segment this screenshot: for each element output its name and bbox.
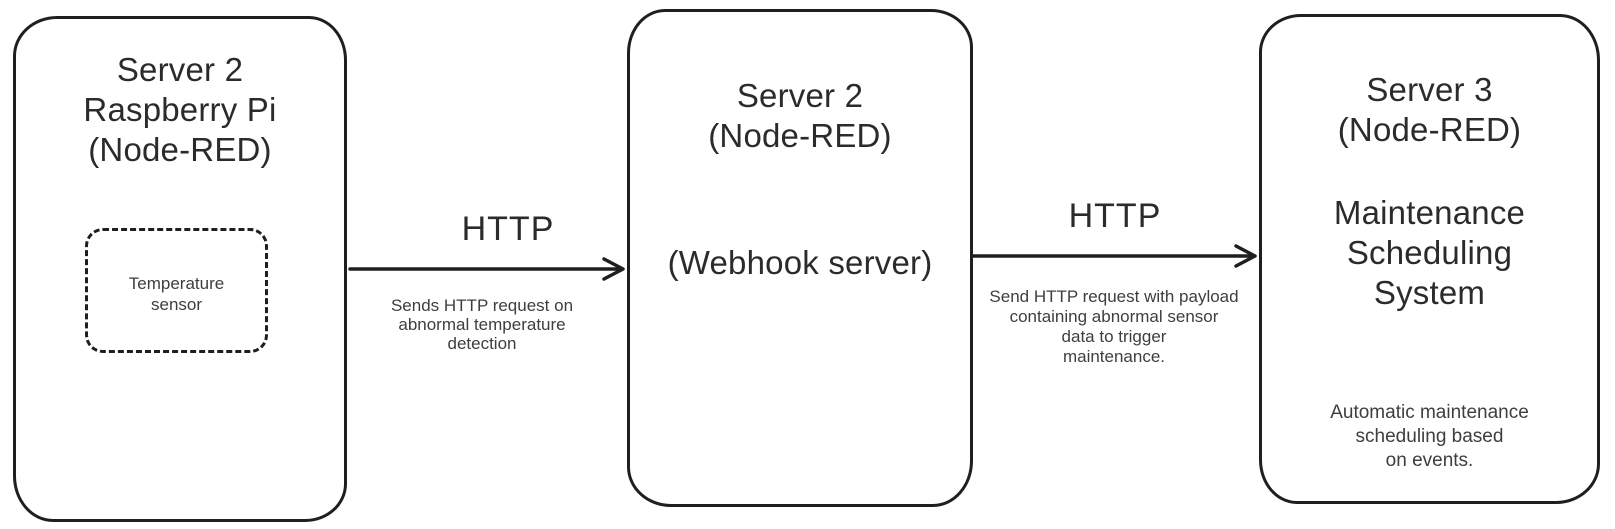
description-line: data to trigger bbox=[1061, 327, 1167, 346]
title-line: Raspberry Pi bbox=[83, 91, 277, 128]
node-title: Server 3 (Node-RED) bbox=[1262, 70, 1597, 150]
note-line: on events. bbox=[1385, 450, 1474, 471]
http-arrow-2[interactable] bbox=[971, 244, 1257, 268]
node-title: Server 2 Raspberry Pi (Node-RED) bbox=[16, 50, 344, 170]
subtitle-line: Maintenance bbox=[1333, 194, 1526, 231]
title-line: (Node-RED) bbox=[88, 131, 272, 168]
node-server2-raspberry-pi[interactable]: Server 2 Raspberry Pi (Node-RED) Tempera… bbox=[13, 16, 347, 522]
arrow2-description: Send HTTP request with payload containin… bbox=[964, 287, 1264, 367]
arrow1-protocol-label: HTTP bbox=[461, 210, 555, 248]
title-line: (Node-RED) bbox=[708, 117, 892, 154]
description-line: maintenance. bbox=[1062, 347, 1166, 366]
title-line: Server 2 bbox=[116, 51, 244, 88]
maintenance-note: Automatic maintenance scheduling based o… bbox=[1262, 401, 1597, 473]
description-line: Sends HTTP request on bbox=[390, 296, 574, 315]
maintenance-system-label: Maintenance Scheduling System bbox=[1262, 193, 1597, 313]
description-line: abnormal temperature bbox=[398, 315, 566, 334]
title-line: Server 2 bbox=[736, 77, 864, 114]
description-line: Send HTTP request with payload bbox=[989, 287, 1239, 306]
sensor-label-line: sensor bbox=[150, 294, 203, 314]
subtitle-line: Scheduling bbox=[1346, 234, 1513, 271]
title-line: Server 3 bbox=[1366, 71, 1493, 108]
node-server3-maintenance[interactable]: Server 3 (Node-RED) Maintenance Scheduli… bbox=[1259, 14, 1600, 504]
node-server2-webhook[interactable]: Server 2 (Node-RED) (Webhook server) bbox=[627, 9, 973, 507]
http-arrow-1[interactable] bbox=[348, 257, 625, 281]
node-title: Server 2 (Node-RED) bbox=[630, 76, 970, 156]
note-line: scheduling based bbox=[1355, 426, 1504, 447]
title-line: (Node-RED) bbox=[1337, 111, 1522, 148]
note-line: Automatic maintenance bbox=[1330, 402, 1529, 423]
temperature-sensor-box[interactable]: Temperature sensor bbox=[85, 228, 268, 353]
sensor-label-line: Temperature bbox=[128, 273, 225, 293]
arrow1-description: Sends HTTP request on abnormal temperatu… bbox=[372, 296, 592, 353]
description-line: containing abnormal sensor bbox=[1009, 307, 1219, 326]
subtitle-line: System bbox=[1373, 274, 1486, 311]
arrow2-protocol-label: HTTP bbox=[1068, 197, 1162, 235]
webhook-server-label: (Webhook server) bbox=[667, 244, 933, 281]
description-line: detection bbox=[447, 334, 517, 353]
